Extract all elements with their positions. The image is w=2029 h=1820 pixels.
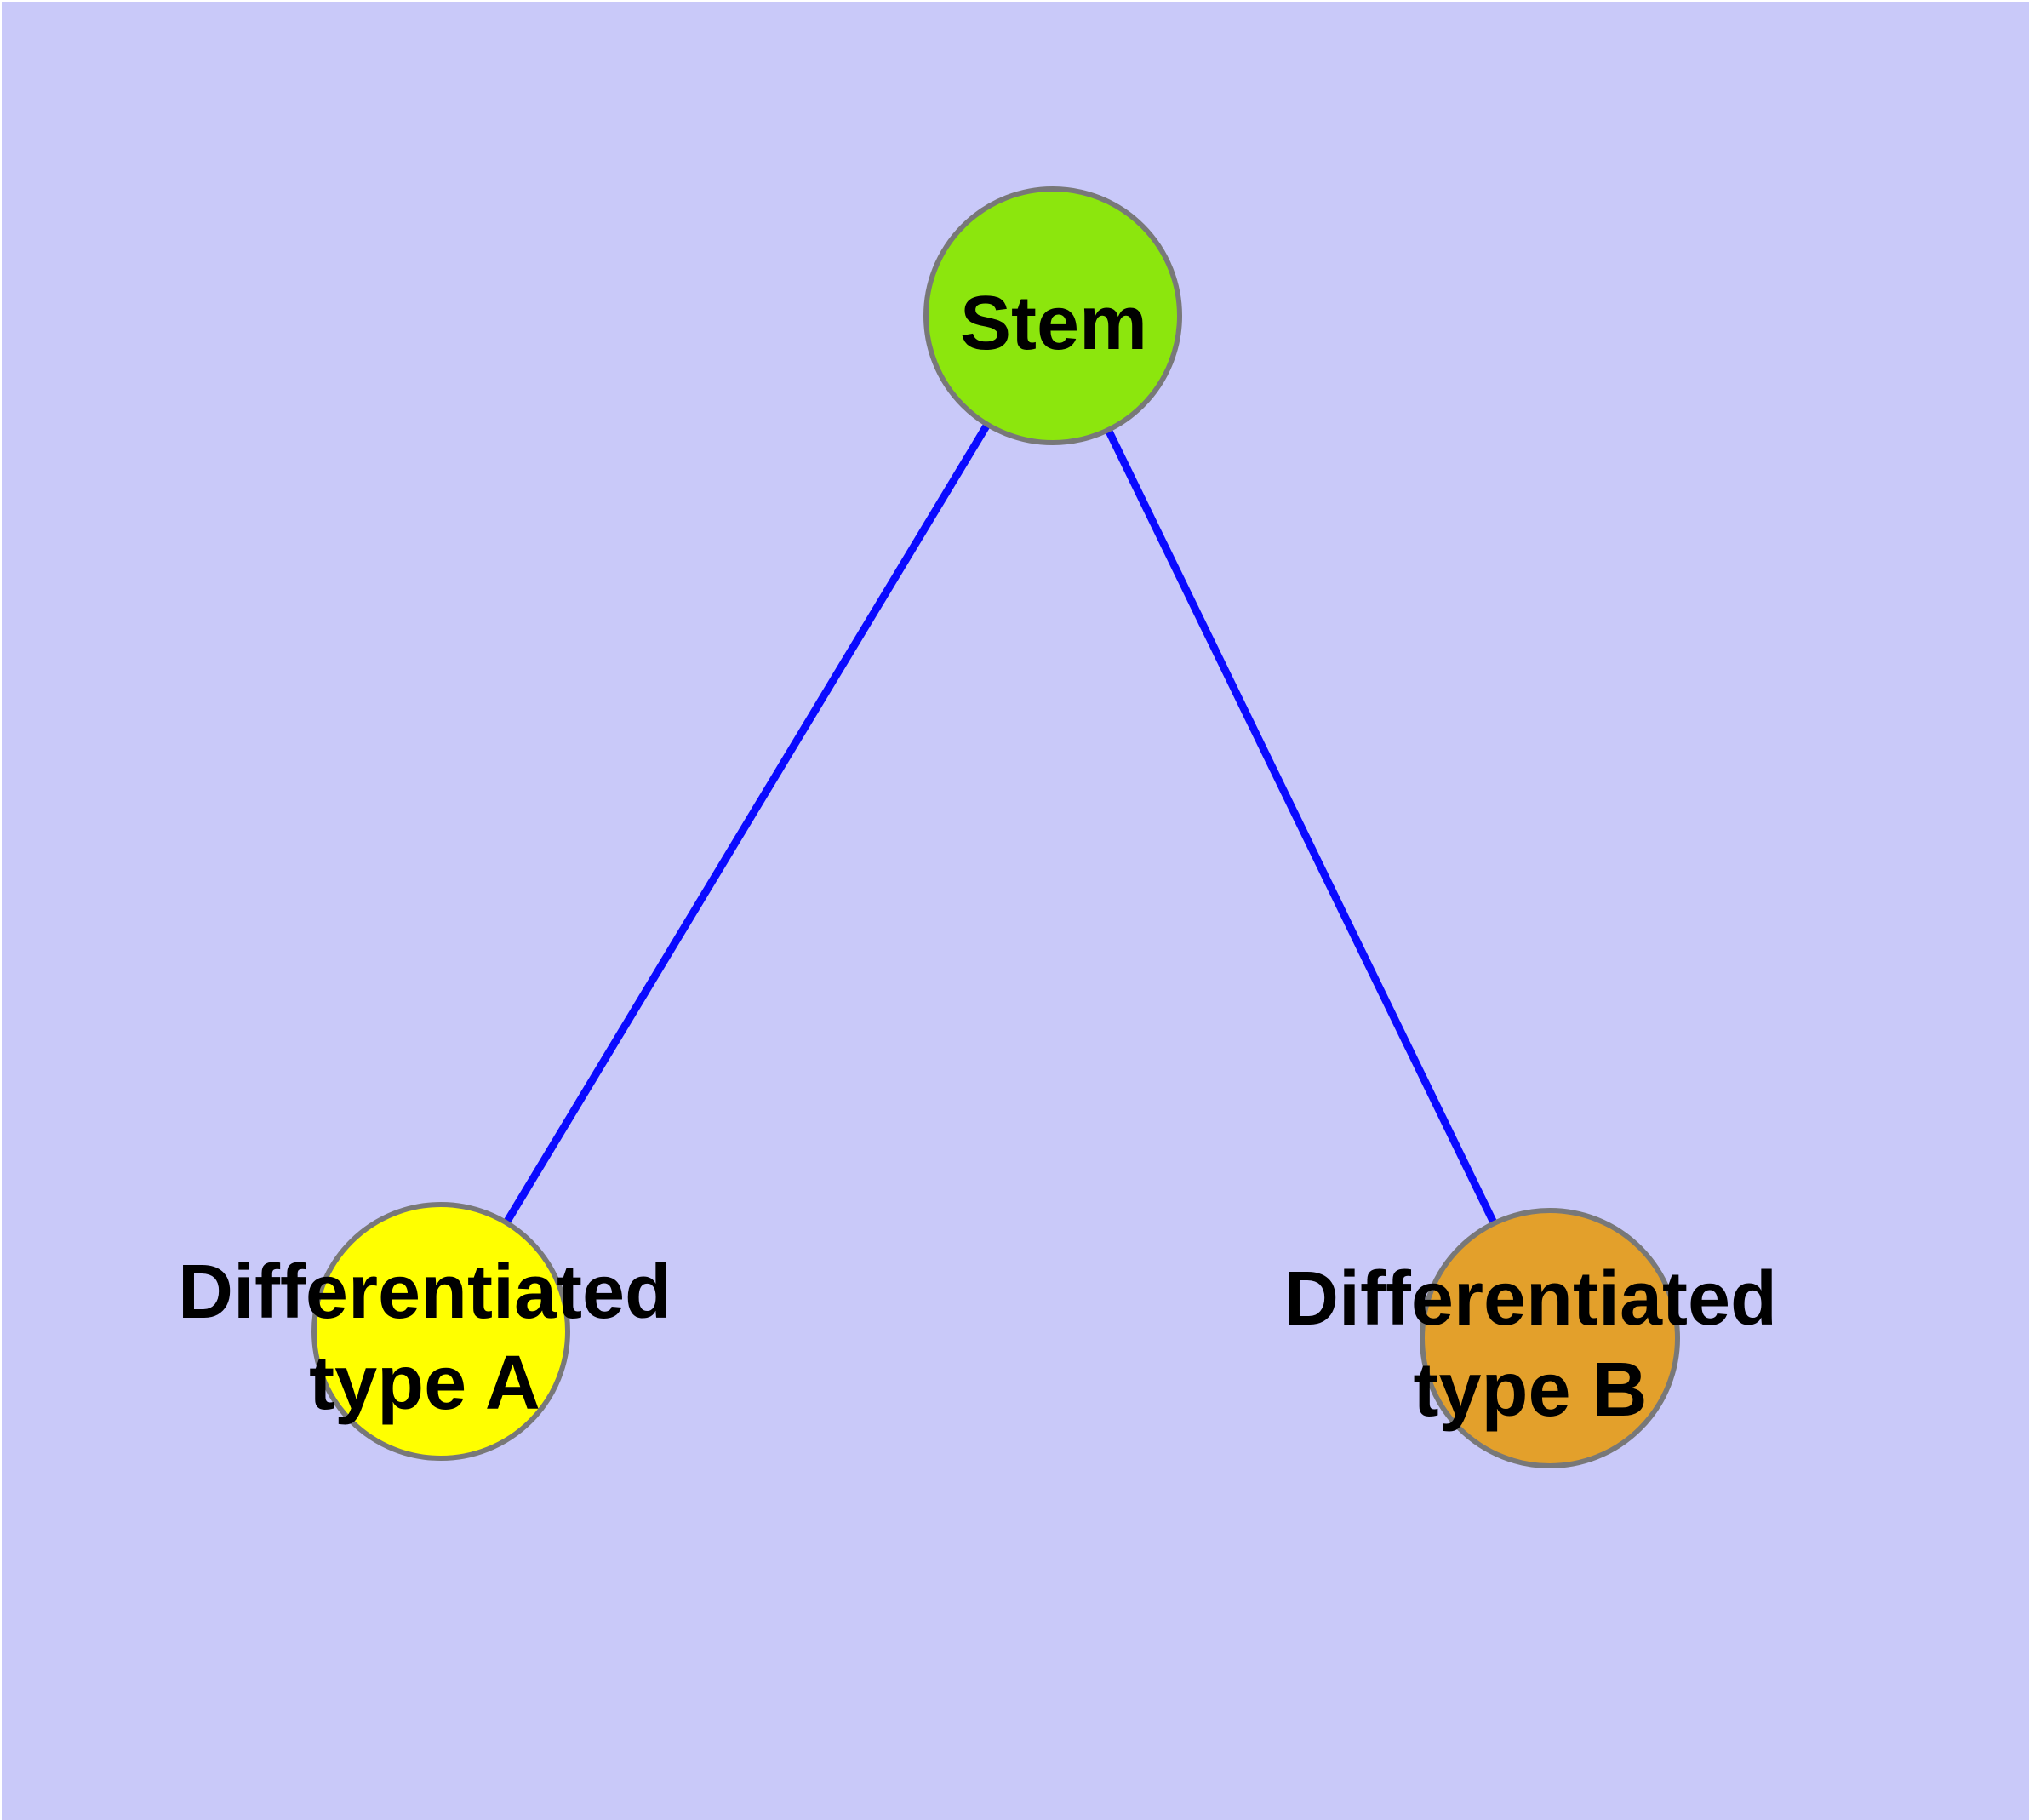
edge-stem-to-type-a: [437, 313, 1056, 1334]
node-differentiated-type-a-label-line2: type A: [309, 1341, 540, 1426]
node-differentiated-type-a-label-line1: Differentiated: [178, 1250, 672, 1335]
node-differentiated-type-a-circle[interactable]: [311, 1202, 570, 1461]
left-margin-line: [0, 0, 2, 1820]
node-differentiated-type-b-label-line2: type B: [1413, 1348, 1647, 1433]
node-stem-label: Stem: [960, 281, 1147, 366]
node-differentiated-type-b-circle[interactable]: [1420, 1208, 1680, 1468]
node-stem-circle[interactable]: [923, 186, 1182, 445]
top-margin-line: [0, 0, 2029, 2]
edge-stem-to-type-b: [1049, 314, 1554, 1340]
node-differentiated-type-b-label-line1: Differentiated: [1283, 1256, 1777, 1342]
